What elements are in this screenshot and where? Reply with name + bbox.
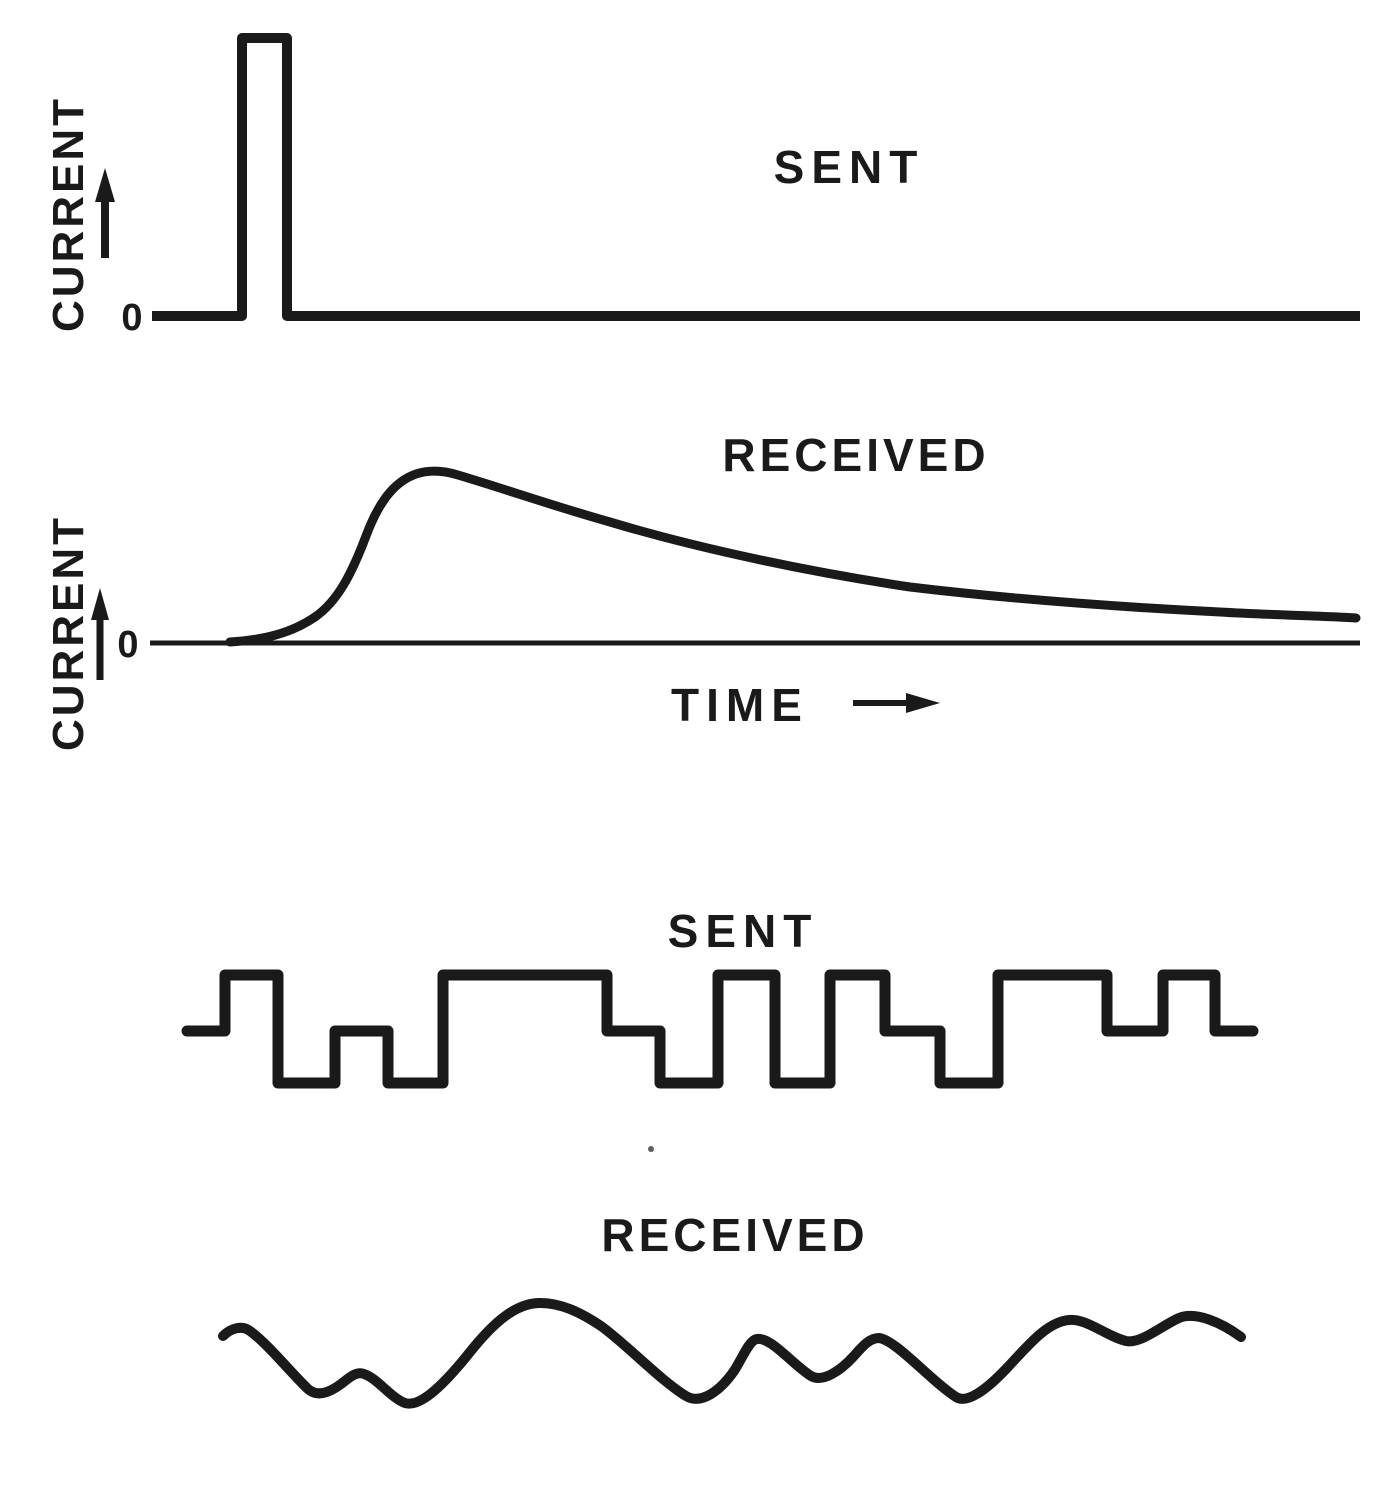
arrow-head [91, 588, 109, 620]
sent-pulse-trace [152, 33, 1360, 321]
arrow-head [906, 693, 940, 713]
panel-title: RECEIVED [601, 1209, 868, 1261]
time-axis-arrow-icon [853, 693, 940, 713]
panel-sent-pulse: CURRENT 0 SENT [44, 33, 1360, 339]
current-axis-arrow-icon [91, 588, 109, 680]
arrow-head [95, 168, 115, 202]
print-speck [648, 1146, 654, 1152]
time-axis-label: TIME [671, 679, 809, 731]
panel-received-pulse: CURRENT 0 RECEIVED TIME [44, 429, 1361, 751]
zero-label: 0 [117, 624, 138, 666]
panel-title: SENT [668, 905, 819, 957]
panel-title: RECEIVED [722, 429, 989, 481]
panel-title: SENT [774, 141, 925, 193]
sent-square-wave-trace [181, 969, 1259, 1089]
current-axis-label: CURRENT [44, 96, 93, 332]
panel-sent-code: SENT [181, 905, 1259, 1152]
received-wave-trace [218, 1298, 1246, 1409]
received-pulse-trace [225, 466, 1361, 647]
current-axis-arrow-icon [95, 168, 115, 258]
zero-label: 0 [121, 297, 142, 339]
current-axis-label: CURRENT [44, 515, 93, 751]
panel-received-code: RECEIVED [218, 1209, 1246, 1409]
